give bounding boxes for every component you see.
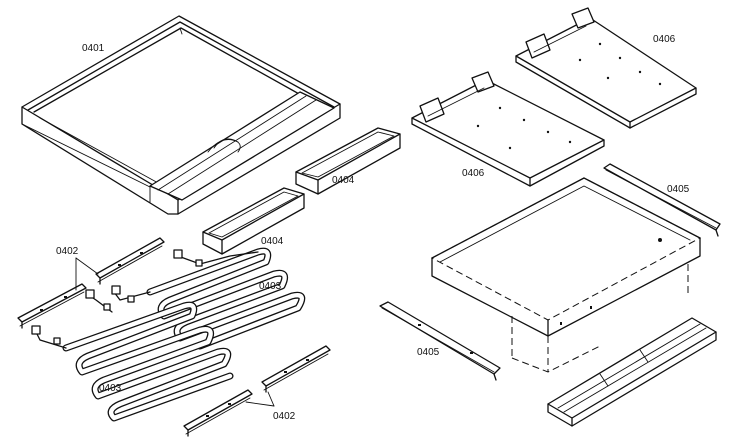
label-pan: 0401 xyxy=(82,43,105,54)
label-plate-top: 0406 xyxy=(653,34,676,45)
plate-top-part xyxy=(515,7,697,129)
label-element-top: 0403 xyxy=(259,281,282,292)
label-trough-right: 0404 xyxy=(332,175,355,186)
label-trough-left: 0404 xyxy=(261,236,284,247)
rail-left-part xyxy=(17,237,165,329)
trough-right-part xyxy=(295,127,401,195)
label-plate-bottom: 0406 xyxy=(462,168,485,179)
label-strip-left: 0405 xyxy=(417,347,440,358)
trough-left-part xyxy=(202,187,305,255)
label-strip-right: 0405 xyxy=(667,184,690,195)
label-rail-right: 0402 xyxy=(273,411,296,422)
heating-element-bottom-part xyxy=(31,289,234,422)
strip-left-part xyxy=(379,301,501,381)
drip-pan-part xyxy=(21,15,341,215)
heating-element-top-part xyxy=(111,247,306,350)
plate-bottom-part xyxy=(411,71,605,187)
strip-right-part xyxy=(603,163,721,237)
rail-right-part xyxy=(183,345,331,437)
base-channel-part xyxy=(547,317,717,427)
label-element-bottom: 0403 xyxy=(99,383,122,394)
frame-housing-part xyxy=(430,177,702,373)
label-rail-left: 0402 xyxy=(56,246,79,257)
